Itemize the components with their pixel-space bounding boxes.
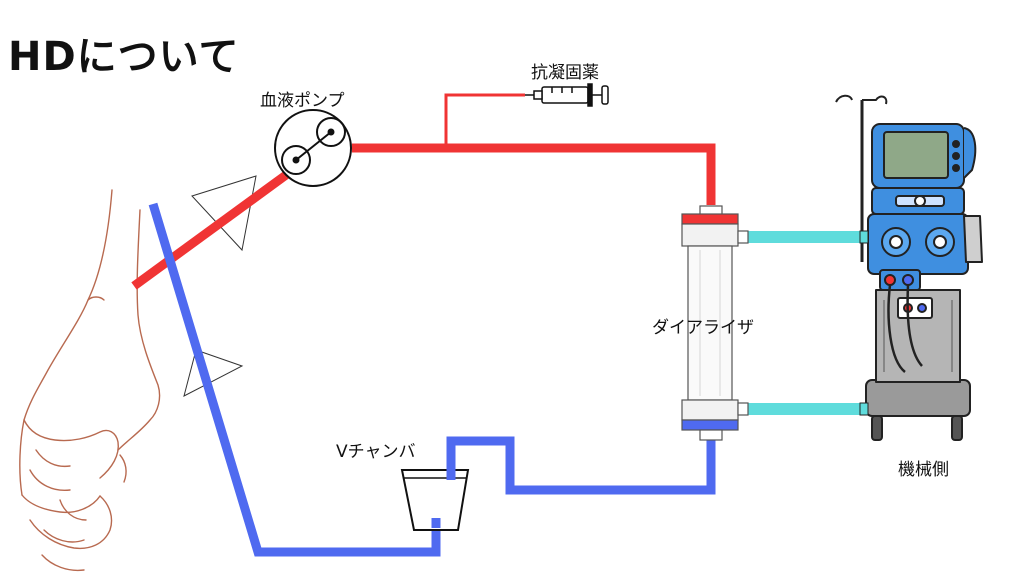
venous-line [148, 202, 716, 557]
arterial-line [131, 143, 716, 290]
v-chamber [400, 469, 470, 531]
blood-pump-label: 血液ポンプ [260, 91, 345, 111]
arm-illustration [19, 189, 161, 572]
dialysate-lines [746, 231, 866, 415]
dialysis-machine [835, 94, 983, 441]
anticoagulant-label: 抗凝固薬 [531, 63, 599, 83]
machine-side-label: 機械側 [898, 460, 949, 480]
dialyzer [681, 205, 749, 441]
blood-pump [274, 109, 352, 187]
v-chamber-label: Vチャンバ [336, 442, 416, 462]
anticoagulant-line [444, 93, 525, 148]
page-title: HDについて [8, 34, 240, 80]
dialyzer-label: ダイアライザ [652, 318, 754, 338]
machine-ports [859, 230, 869, 416]
syringe-icon [525, 83, 609, 107]
